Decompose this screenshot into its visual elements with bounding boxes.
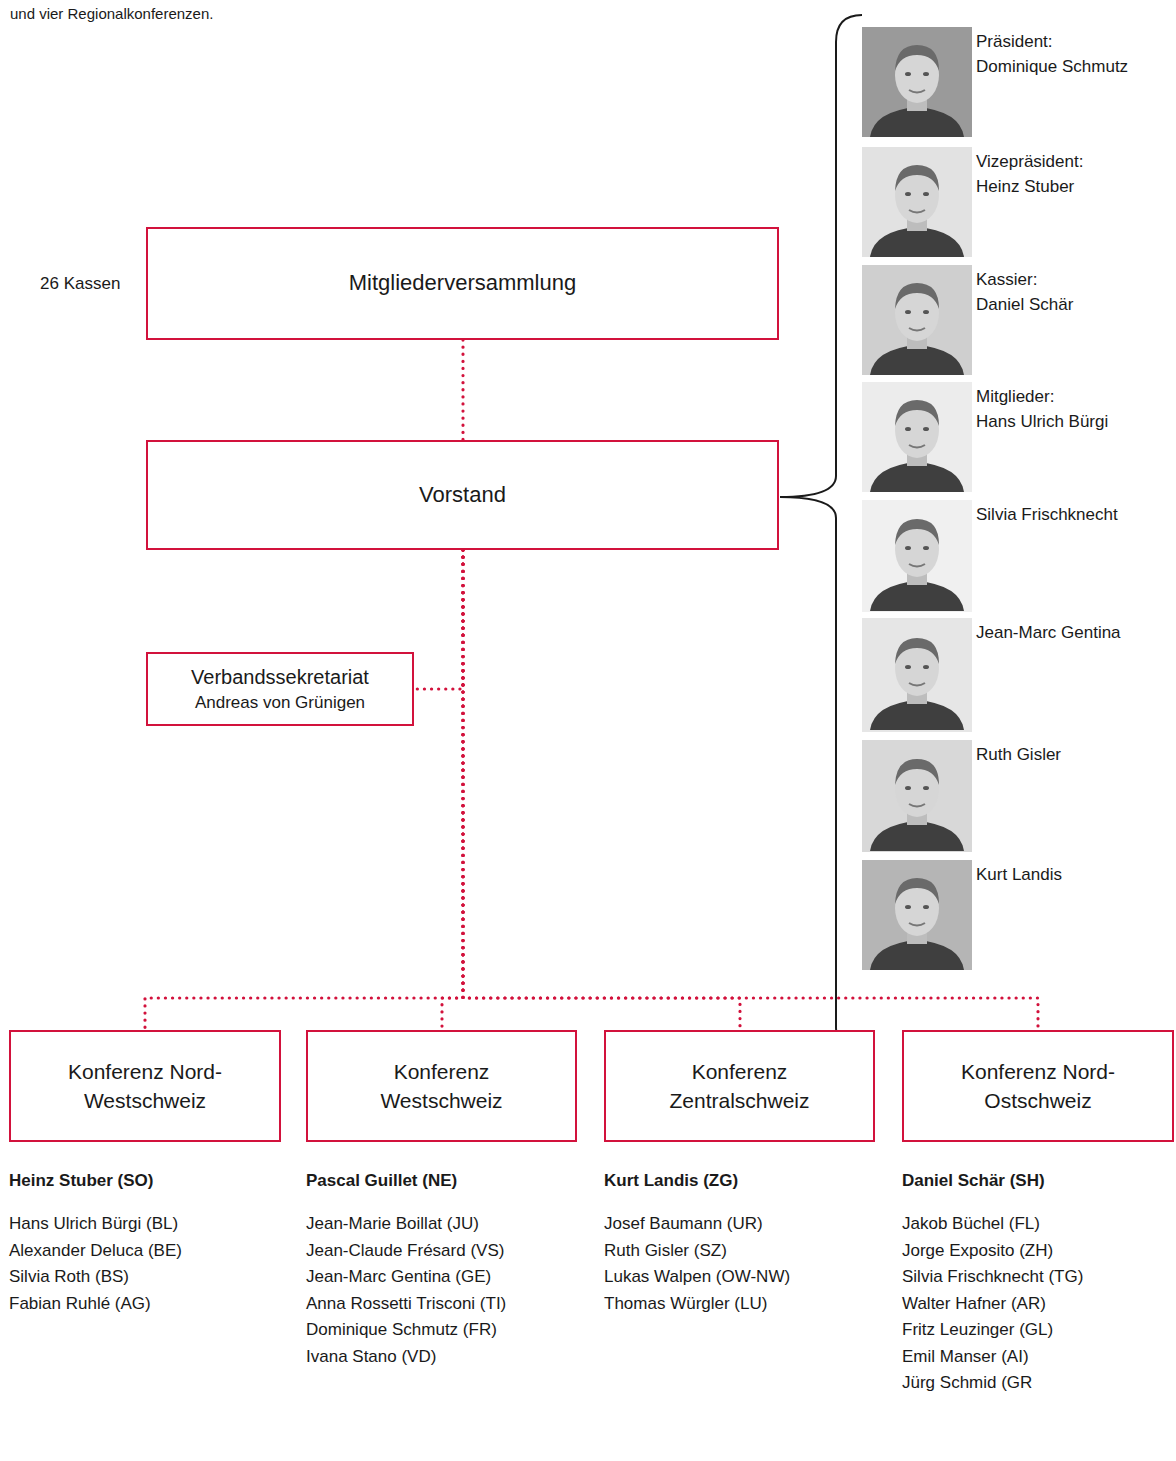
member-name: Dominique Schmutz (FR) bbox=[306, 1318, 497, 1342]
conference-chair: Pascal Guillet (NE) bbox=[306, 1169, 457, 1193]
member-name: Josef Baumann (UR) bbox=[604, 1212, 763, 1236]
member-name: Ivana Stano (VD) bbox=[306, 1345, 436, 1369]
box-title: Verbandssekretariat bbox=[191, 663, 369, 691]
intro-text: und vier Regionalkonferenzen. bbox=[10, 2, 213, 26]
box-title: Konferenz Nord-Ostschweiz bbox=[938, 1057, 1138, 1116]
box-title: Vorstand bbox=[419, 480, 506, 511]
portrait bbox=[862, 147, 972, 257]
person-name: Dominique Schmutz bbox=[976, 55, 1128, 79]
dotted-connector bbox=[461, 340, 464, 440]
person-name: Jean-Marc Gentina bbox=[976, 621, 1121, 645]
member-name: Walter Hafner (AR) bbox=[902, 1292, 1046, 1316]
person-name: Hans Ulrich Bürgi bbox=[976, 410, 1108, 434]
conference-chair: Kurt Landis (ZG) bbox=[604, 1169, 738, 1193]
board-box: Vorstand bbox=[146, 440, 779, 550]
person-name: Kurt Landis bbox=[976, 863, 1062, 887]
dotted-connector bbox=[414, 550, 463, 689]
person-name: Ruth Gisler bbox=[976, 743, 1061, 767]
box-title: Konferenz Nord-Westschweiz bbox=[45, 1057, 245, 1116]
member-name: Ruth Gisler (SZ) bbox=[604, 1239, 727, 1263]
portrait bbox=[862, 265, 972, 375]
role-label: Vizepräsident: bbox=[976, 150, 1083, 174]
member-name: Jean-Marc Gentina (GE) bbox=[306, 1265, 491, 1289]
curly-brace bbox=[780, 15, 862, 1055]
box-title: Konferenz Zentralschweiz bbox=[640, 1057, 840, 1116]
member-name: Fabian Ruhlé (AG) bbox=[9, 1292, 151, 1316]
assembly-box: Mitgliederversammlung bbox=[146, 227, 779, 340]
conference-box: Konferenz Nord-Ostschweiz bbox=[902, 1030, 1174, 1142]
role-label: Präsident: bbox=[976, 30, 1053, 54]
person-name: Daniel Schär bbox=[976, 293, 1073, 317]
person-name: Heinz Stuber bbox=[976, 175, 1074, 199]
conference-box: Konferenz Westschweiz bbox=[306, 1030, 577, 1142]
dotted-connector bbox=[442, 550, 463, 1030]
conference-chair: Heinz Stuber (SO) bbox=[9, 1169, 154, 1193]
dotted-connector bbox=[145, 550, 463, 1030]
member-name: Fritz Leuzinger (GL) bbox=[902, 1318, 1053, 1342]
member-name: Hans Ulrich Bürgi (BL) bbox=[9, 1212, 178, 1236]
role-label: Mitglieder: bbox=[976, 385, 1054, 409]
member-name: Emil Manser (AI) bbox=[902, 1345, 1029, 1369]
member-name: Jakob Büchel (FL) bbox=[902, 1212, 1040, 1236]
box-title: Mitgliederversammlung bbox=[349, 268, 576, 299]
secretariat-box: VerbandssekretariatAndreas von Grünigen bbox=[146, 652, 414, 726]
portrait bbox=[862, 740, 972, 852]
member-name: Jean-Marie Boillat (JU) bbox=[306, 1212, 479, 1236]
portrait bbox=[862, 618, 972, 732]
box-subtitle: Andreas von Grünigen bbox=[195, 691, 365, 715]
member-name: Anna Rossetti Trisconi (TI) bbox=[306, 1292, 506, 1316]
conference-box: Konferenz Zentralschweiz bbox=[604, 1030, 875, 1142]
person-name: Silvia Frischknecht bbox=[976, 503, 1118, 527]
box-title: Konferenz Westschweiz bbox=[342, 1057, 542, 1116]
portrait bbox=[862, 500, 972, 612]
member-name: Jean-Claude Frésard (VS) bbox=[306, 1239, 504, 1263]
member-name: Jürg Schmid (GR bbox=[902, 1371, 1032, 1395]
member-name: Silvia Roth (BS) bbox=[9, 1265, 129, 1289]
member-name: Jorge Exposito (ZH) bbox=[902, 1239, 1053, 1263]
member-name: Silvia Frischknecht (TG) bbox=[902, 1265, 1083, 1289]
conference-chair: Daniel Schär (SH) bbox=[902, 1169, 1045, 1193]
role-label: Kassier: bbox=[976, 268, 1037, 292]
portrait bbox=[862, 860, 972, 970]
conference-box: Konferenz Nord-Westschweiz bbox=[9, 1030, 281, 1142]
dotted-connector bbox=[463, 550, 1038, 1030]
member-name: Thomas Würgler (LU) bbox=[604, 1292, 767, 1316]
portrait bbox=[862, 27, 972, 137]
dotted-connector bbox=[463, 550, 740, 1030]
member-count: 26 Kassen bbox=[40, 272, 120, 296]
member-name: Lukas Walpen (OW-NW) bbox=[604, 1265, 790, 1289]
member-name: Alexander Deluca (BE) bbox=[9, 1239, 182, 1263]
portrait bbox=[862, 382, 972, 492]
